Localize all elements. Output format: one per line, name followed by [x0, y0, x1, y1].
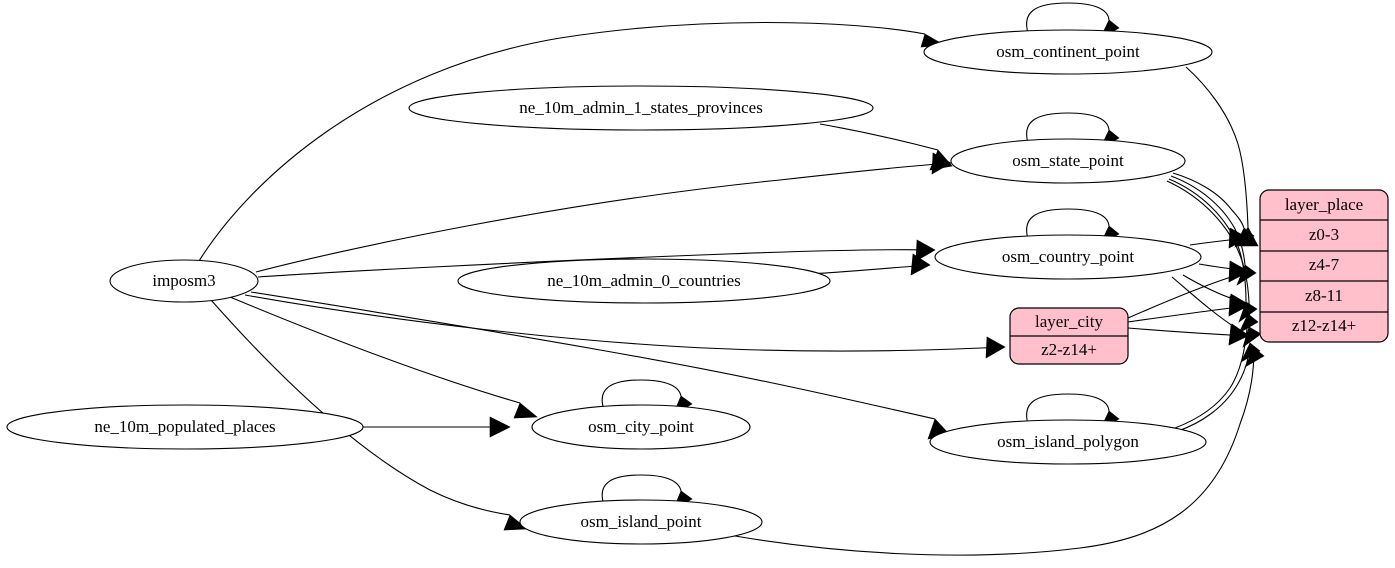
edge-osm-island-polygon-to-layer-place-z8-11	[1174, 313, 1259, 429]
record-node-layer-city[interactable]: layer_city z2-z14+	[1009, 307, 1129, 365]
node-label-osm-continent-point: osm_continent_point	[996, 42, 1140, 61]
node-layer: imposm3 ne_10m_admin_1_states_provinces …	[6, 29, 1213, 545]
node-osm-continent-point[interactable]: osm_continent_point	[923, 29, 1213, 75]
node-osm-island-polygon[interactable]: osm_island_polygon	[929, 419, 1207, 465]
node-label-ne-countries: ne_10m_admin_0_countries	[547, 271, 741, 290]
edge-layer-city-to-layer-place-z4-7	[1127, 261, 1249, 319]
node-ne-10m-populated-places[interactable]: ne_10m_populated_places	[6, 404, 364, 450]
edge-layer-city-to-layer-place-z12-z14	[1127, 324, 1249, 346]
edge-ne-countries-to-osm-country-point	[809, 253, 931, 276]
node-label-osm-island-polygon: osm_island_polygon	[997, 432, 1139, 451]
record-row-layer-place-z0-3[interactable]: z0-3	[1309, 225, 1339, 244]
node-label-imposm3: imposm3	[152, 271, 215, 290]
node-ne-10m-admin-0-countries[interactable]: ne_10m_admin_0_countries	[457, 258, 831, 304]
edge-osm-island-polygon-to-layer-place-z12-z14	[1177, 342, 1261, 432]
node-osm-island-point[interactable]: osm_island_point	[519, 499, 763, 545]
record-title-layer-city: layer_city	[1035, 312, 1103, 331]
record-row-layer-city-z2-z14[interactable]: z2-z14+	[1041, 340, 1097, 359]
record-title-layer-place: layer_place	[1285, 195, 1363, 214]
node-ne-10m-admin-1-states-provinces[interactable]: ne_10m_admin_1_states_provinces	[408, 85, 874, 131]
node-osm-city-point[interactable]: osm_city_point	[531, 404, 751, 450]
edge-layer	[198, 2, 1265, 556]
node-label-osm-state-point: osm_state_point	[1012, 151, 1124, 170]
record-node-layer-place[interactable]: layer_place z0-3 z4-7 z8-11 z12-z14+	[1259, 189, 1389, 343]
edge-imposm3-to-osm-city-point	[229, 296, 538, 419]
record-row-layer-place-z12-z14[interactable]: z12-z14+	[1292, 316, 1356, 335]
node-osm-state-point[interactable]: osm_state_point	[950, 138, 1186, 184]
edge-ne-states-to-osm-state-point	[819, 123, 953, 171]
node-label-ne-populated: ne_10m_populated_places	[94, 417, 275, 436]
node-label-ne-states: ne_10m_admin_1_states_provinces	[519, 98, 763, 117]
edge-imposm3-to-layer-city	[244, 294, 1006, 359]
record-row-layer-place-z4-7[interactable]: z4-7	[1309, 255, 1340, 274]
record-node-layer: layer_city z2-z14+ layer_place z0-3 z4-7…	[1009, 189, 1389, 365]
edge-osm-island-point-to-layer-place-z12-z14	[734, 347, 1265, 556]
edge-osm-country-point-to-layer-place-z0-3	[1189, 227, 1249, 249]
edge-imposm3-to-osm-country-point	[257, 239, 936, 278]
node-label-osm-country-point: osm_country_point	[1002, 247, 1134, 266]
node-imposm3[interactable]: imposm3	[109, 259, 259, 303]
edge-layer-city-to-layer-place-z8-11	[1127, 295, 1249, 323]
edge-ne-populated-to-osm-city-point	[363, 416, 511, 438]
edge-imposm3-to-osm-island-point	[210, 299, 528, 531]
edge-imposm3-to-osm-state-point	[255, 152, 952, 273]
node-osm-country-point[interactable]: osm_country_point	[934, 234, 1202, 280]
edge-imposm3-to-osm-continent-point	[198, 21, 945, 262]
record-row-layer-place-z8-11[interactable]: z8-11	[1305, 286, 1343, 305]
node-label-osm-island-point: osm_island_point	[581, 512, 702, 531]
node-label-osm-city-point: osm_city_point	[588, 417, 694, 436]
